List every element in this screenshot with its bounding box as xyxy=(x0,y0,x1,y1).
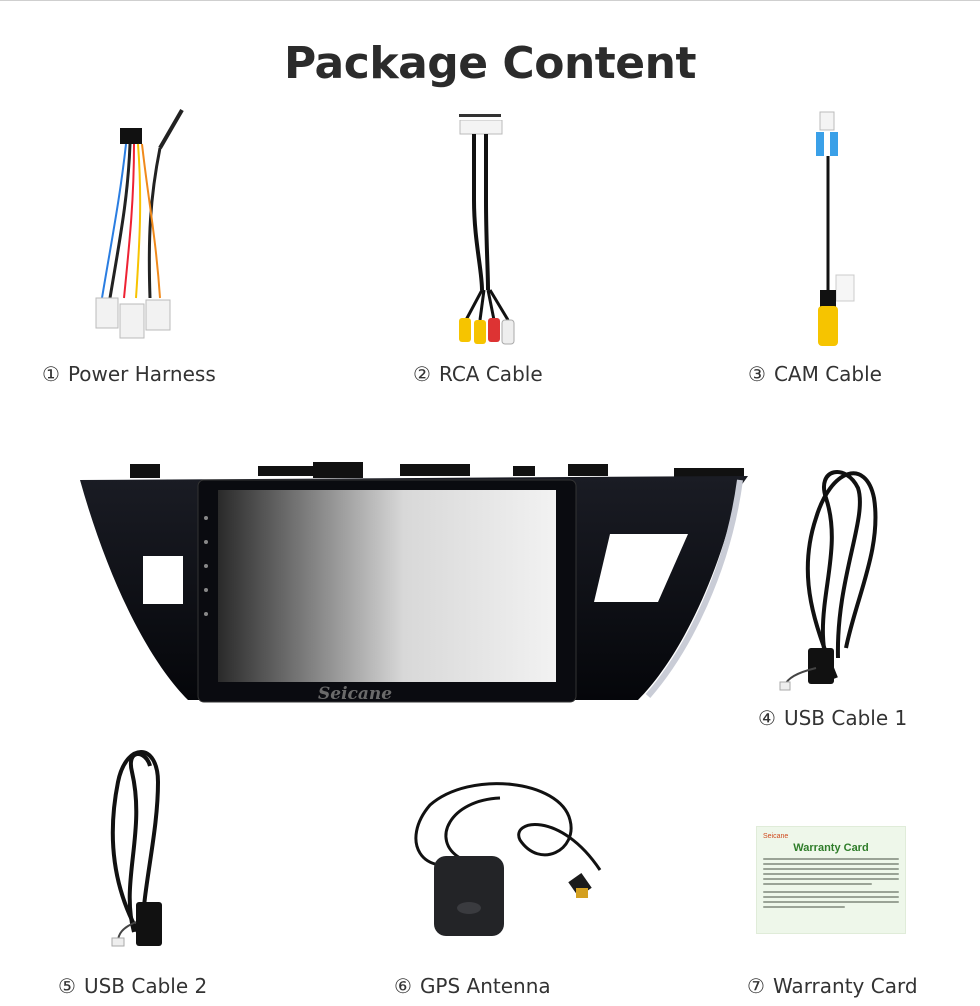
item-label: Power Harness xyxy=(67,362,216,386)
caption-gps-antenna: ⑥ GPS Antenna xyxy=(394,974,551,998)
warranty-card-brand: Seicane xyxy=(763,833,789,840)
text-line xyxy=(763,873,899,875)
power-harness-image xyxy=(95,108,184,339)
caption-power-harness: ① Power Harness xyxy=(42,362,216,386)
caption-usb-cable-1: ④ USB Cable 1 xyxy=(758,706,907,730)
caption-rca-cable: ② RCA Cable xyxy=(413,362,543,386)
text-line xyxy=(763,883,872,885)
text-line xyxy=(763,878,899,880)
item-number: ② xyxy=(413,362,431,386)
warranty-card-heading: Warranty Card xyxy=(793,842,869,854)
item-number: ④ xyxy=(758,706,776,730)
caption-usb-cable-2: ⑤ USB Cable 2 xyxy=(58,974,207,998)
caption-warranty-card: ⑦ Warranty Card xyxy=(747,974,918,998)
text-line xyxy=(763,863,899,865)
top-divider xyxy=(0,0,980,1)
item-number: ⑤ xyxy=(58,974,76,998)
item-label: CAM Cable xyxy=(773,362,882,386)
text-line xyxy=(763,891,899,893)
caption-cam-cable: ③ CAM Cable xyxy=(748,362,882,386)
usb-cable-2-image xyxy=(110,750,162,947)
text-line xyxy=(763,906,845,908)
rca-cable-image xyxy=(459,120,515,345)
usb-cable-1-image xyxy=(779,470,878,691)
brand-watermark: Seicane xyxy=(318,684,393,704)
item-label: RCA Cable xyxy=(438,362,543,386)
head-unit-image xyxy=(80,462,748,703)
item-label: GPS Antenna xyxy=(419,974,551,998)
item-number: ③ xyxy=(748,362,766,386)
item-label: Warranty Card xyxy=(772,974,918,998)
item-number: ⑦ xyxy=(747,974,765,998)
text-line xyxy=(763,868,899,870)
item-number: ① xyxy=(42,362,60,386)
text-line xyxy=(763,901,899,903)
warranty-card-image: Seicane Warranty Card xyxy=(756,826,906,934)
item-label: USB Cable 2 xyxy=(83,974,208,998)
text-line xyxy=(763,858,899,860)
item-label: USB Cable 1 xyxy=(783,706,908,730)
page-title: Package Content xyxy=(283,38,697,89)
cam-cable-image xyxy=(816,111,855,346)
title-underline xyxy=(459,114,501,117)
gps-antenna-image xyxy=(414,782,602,936)
item-number: ⑥ xyxy=(394,974,412,998)
text-line xyxy=(763,896,899,898)
